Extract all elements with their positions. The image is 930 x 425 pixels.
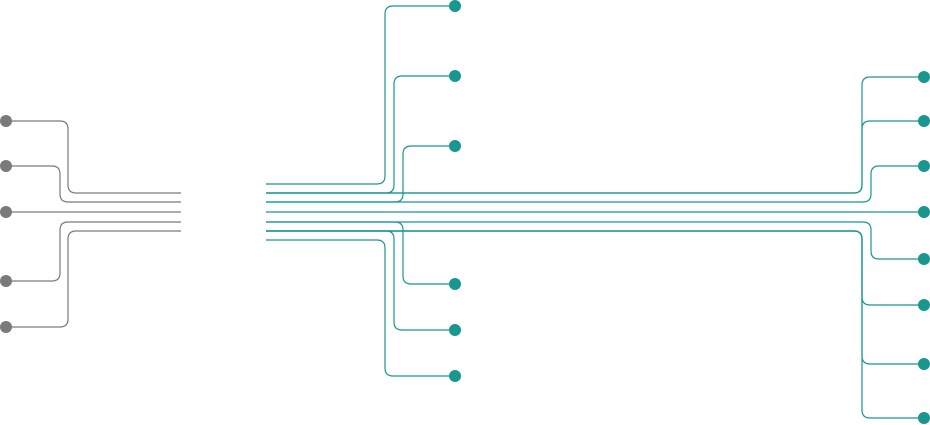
input-node-in-5[interactable]	[0, 321, 12, 333]
right-node-right-4[interactable]	[918, 206, 930, 218]
input-wire-group	[6, 120, 181, 328]
right-wire-right-1	[266, 76, 924, 194]
right-wire-right-3	[266, 165, 924, 203]
middle-wire-mid-top-1	[266, 5, 455, 185]
right-node-right-8[interactable]	[918, 412, 930, 424]
middle-node-mid-top-2[interactable]	[449, 70, 461, 82]
output-node-group	[449, 0, 930, 424]
output-wire-group	[266, 5, 924, 419]
right-wire-right-5	[266, 221, 924, 260]
right-wire-right-2	[266, 120, 924, 194]
middle-node-mid-bottom-2[interactable]	[449, 324, 461, 336]
right-wire-right-8	[266, 230, 924, 419]
middle-wire-mid-bottom-2	[266, 230, 455, 331]
right-node-right-6[interactable]	[918, 299, 930, 311]
middle-node-mid-top-3[interactable]	[449, 140, 461, 152]
input-node-in-2[interactable]	[0, 160, 12, 172]
input-node-in-4[interactable]	[0, 275, 12, 287]
input-node-in-1[interactable]	[0, 115, 12, 127]
input-node-group	[0, 115, 12, 333]
right-node-right-7[interactable]	[918, 358, 930, 370]
input-wire-in-2	[6, 165, 181, 203]
right-wire-right-6	[266, 230, 924, 306]
input-node-in-3[interactable]	[0, 206, 12, 218]
input-wire-in-4	[6, 221, 181, 282]
middle-node-mid-top-1[interactable]	[449, 0, 461, 12]
middle-node-mid-bottom-3[interactable]	[449, 370, 461, 382]
right-node-right-3[interactable]	[918, 160, 930, 172]
right-wire-right-7	[266, 230, 924, 365]
middle-node-mid-bottom-1[interactable]	[449, 278, 461, 290]
right-node-right-2[interactable]	[918, 115, 930, 127]
input-wire-in-5	[6, 230, 181, 328]
right-node-right-5[interactable]	[918, 253, 930, 265]
middle-wire-mid-top-2	[266, 75, 455, 194]
middle-wire-mid-bottom-3	[266, 239, 455, 377]
input-wire-in-1	[6, 120, 181, 194]
right-node-right-1[interactable]	[918, 71, 930, 83]
